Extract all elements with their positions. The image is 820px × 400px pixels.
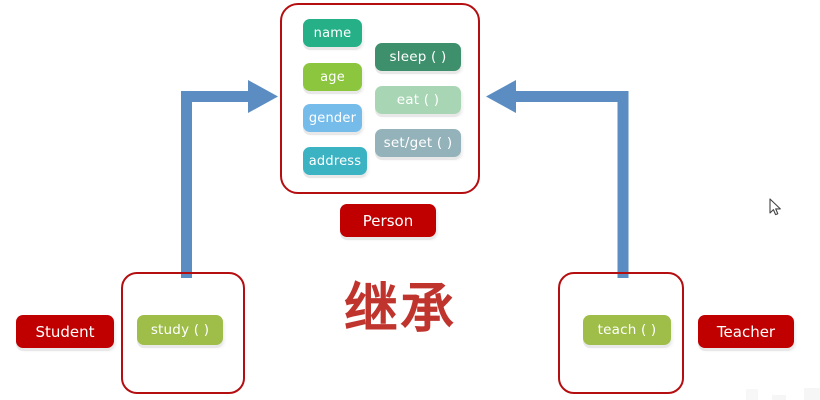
- arrow-teacher-to-person: [486, 80, 629, 278]
- class-label-person[interactable]: Person: [340, 204, 436, 237]
- corner-artifact: [738, 386, 820, 400]
- method-pill-sleep[interactable]: sleep ( ): [375, 43, 461, 71]
- class-box-teacher[interactable]: [558, 272, 684, 394]
- method-pill-setget[interactable]: set/get ( ): [375, 129, 461, 157]
- method-pill-eat[interactable]: eat ( ): [375, 86, 461, 114]
- method-pill-teach[interactable]: teach ( ): [583, 315, 671, 345]
- class-label-teacher[interactable]: Teacher: [698, 315, 794, 348]
- diagram-heading-inheritance: 继承: [344, 277, 456, 340]
- attribute-pill-address[interactable]: address: [303, 147, 367, 175]
- class-label-student[interactable]: Student: [16, 315, 114, 348]
- class-box-person[interactable]: [280, 3, 480, 194]
- method-pill-study[interactable]: study ( ): [137, 315, 223, 345]
- attribute-pill-age[interactable]: age: [303, 63, 362, 91]
- mouse-cursor-icon: [769, 198, 781, 216]
- attribute-pill-name[interactable]: name: [303, 19, 362, 47]
- class-box-student[interactable]: [121, 272, 245, 394]
- arrow-student-to-person: [181, 80, 278, 278]
- attribute-pill-gender[interactable]: gender: [303, 104, 362, 132]
